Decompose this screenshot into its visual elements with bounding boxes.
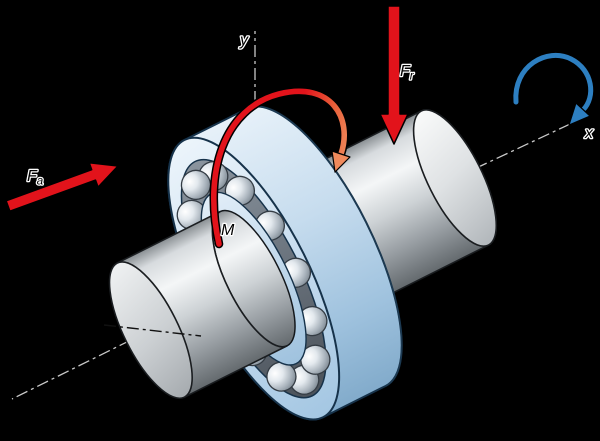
- shaft-right-end-face: [412, 109, 498, 247]
- bearing-ball: [266, 361, 297, 392]
- rotation-arrowhead: [568, 102, 591, 126]
- radial-force-arrow: [379, 5, 409, 145]
- rotation-arrow-body: [513, 52, 594, 113]
- moment-arrow: [209, 87, 351, 249]
- moment-label: M: [221, 222, 235, 239]
- rotation-arrow: [512, 51, 595, 126]
- end-face-centermark: [103, 324, 202, 337]
- radial-force-label: Fr: [400, 63, 415, 83]
- axial-force-label: Fa: [27, 168, 43, 188]
- axial-force-arrow: [5, 161, 119, 212]
- x-axis-label: x: [584, 125, 594, 142]
- y-axis-label: y: [239, 32, 249, 49]
- moment-arrowhead: [331, 150, 351, 173]
- bearing-back-edge: [246, 105, 403, 387]
- bearing-ball: [300, 344, 331, 375]
- bearing-ball: [180, 169, 212, 201]
- moment-arrow-body: [211, 88, 347, 247]
